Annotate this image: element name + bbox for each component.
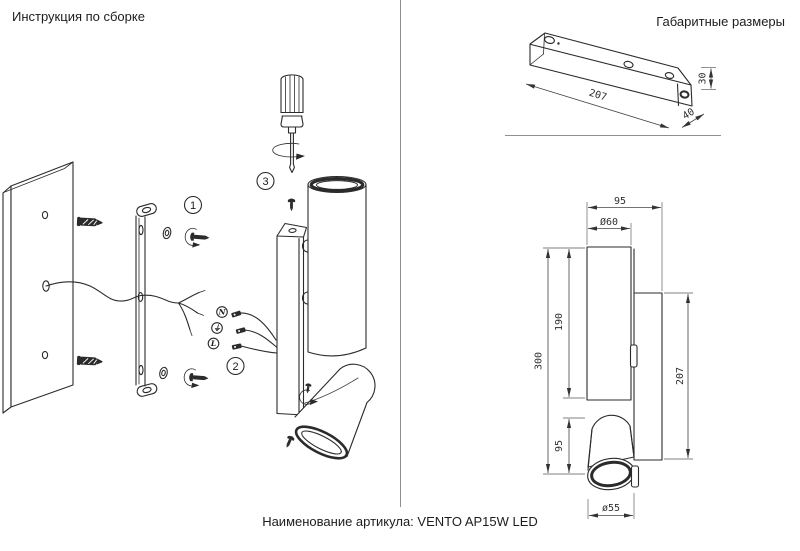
dim-side-plate-height: 207 — [664, 292, 693, 460]
step-1-badge: 1 — [183, 195, 203, 215]
dim-bar-length: 207 — [525, 83, 670, 129]
mounting-screw-bottom — [182, 367, 210, 390]
wire-terminal-earth — [235, 327, 246, 335]
wire-terminal-l — [231, 343, 242, 350]
washer-bottom — [158, 366, 169, 380]
hinge-rotation-arrow — [299, 389, 313, 405]
label-line: L — [210, 339, 216, 348]
wiring-labels: N ⏚ L — [207, 306, 228, 350]
lamp-housing-bar — [276, 222, 308, 418]
earth-ground-label: ⏚ — [213, 324, 221, 333]
dim-bar-depth: 40 — [681, 107, 705, 128]
wall-anchor-bottom — [76, 355, 104, 367]
dim-side-body-height: 190 — [543, 247, 585, 399]
wire-terminal-n — [231, 310, 242, 318]
dimension-drawing-side: 95 Ø60 190 300 95 — [534, 196, 693, 519]
dim-side-spot-diameter-text: ø55 — [602, 503, 620, 514]
dim-side-width: 95 — [586, 196, 663, 291]
spot-profile — [587, 414, 640, 491]
rotation-arrow — [272, 142, 300, 158]
hinge-screw — [304, 383, 312, 394]
cylinder-profile — [586, 246, 632, 401]
step-2-number: 2 — [232, 361, 238, 373]
wall-bar-profile — [633, 292, 663, 461]
side-screw-boss-bottom — [301, 291, 309, 305]
step-2-badge: 2 — [226, 356, 245, 376]
page-title-right: Габаритные размеры — [656, 14, 785, 29]
spot-head — [294, 363, 376, 460]
side-screw-boss-top — [301, 239, 309, 253]
dim-side-spot-height: 95 — [554, 417, 585, 473]
dim-bar-length-text: 207 — [587, 88, 607, 104]
dim-side-width-text: 95 — [614, 196, 626, 207]
step-3-number: 3 — [262, 176, 268, 188]
step-1-number: 1 — [190, 200, 196, 212]
lamp-leads — [231, 310, 278, 354]
washer-top — [161, 226, 173, 240]
dim-side-spot-height-text: 95 — [554, 440, 565, 452]
spot-trim-ring — [294, 425, 349, 460]
label-neutral: N — [218, 308, 227, 317]
dim-side-spot-diameter: ø55 — [587, 493, 635, 519]
dim-side-body-height-text: 190 — [554, 313, 565, 331]
dim-bar-height: 30 — [698, 67, 716, 90]
mounting-screw-top — [183, 227, 211, 250]
wall-anchor-top — [76, 216, 104, 228]
lamp-cylinder — [301, 175, 367, 357]
page-title-left: Инструкция по сборке — [12, 9, 145, 24]
mounting-bracket — [135, 203, 158, 397]
cylinder-top-rim — [309, 177, 365, 193]
dimension-drawing-bar: 207 30 40 — [525, 32, 716, 129]
screwdriver — [272, 74, 305, 174]
mains-wire — [45, 281, 206, 336]
dim-bar-height-text: 30 — [698, 72, 709, 84]
small-screw-spot — [283, 434, 296, 450]
article-name-line: Наименование артикула: VENTO AP15W LED — [262, 514, 538, 529]
dim-side-plate-height-text: 207 — [675, 367, 686, 385]
dim-bar-depth-text: 40 — [681, 107, 697, 123]
small-screw-top — [287, 198, 296, 212]
dim-side-top-diameter-text: Ø60 — [600, 216, 618, 228]
step-3-badge: 3 — [256, 171, 275, 191]
dim-side-total-height-text: 300 — [534, 352, 545, 370]
cable-hole — [42, 280, 50, 292]
assembly-diagram: N ⏚ L 1 2 3 — [2, 74, 376, 460]
dim-side-total-height: 300 — [534, 249, 585, 475]
wall-panel — [2, 161, 74, 414]
end-cable-hole — [679, 90, 690, 99]
dim-side-top-diameter: Ø60 — [588, 216, 632, 245]
hinge-knuckle — [629, 344, 638, 368]
